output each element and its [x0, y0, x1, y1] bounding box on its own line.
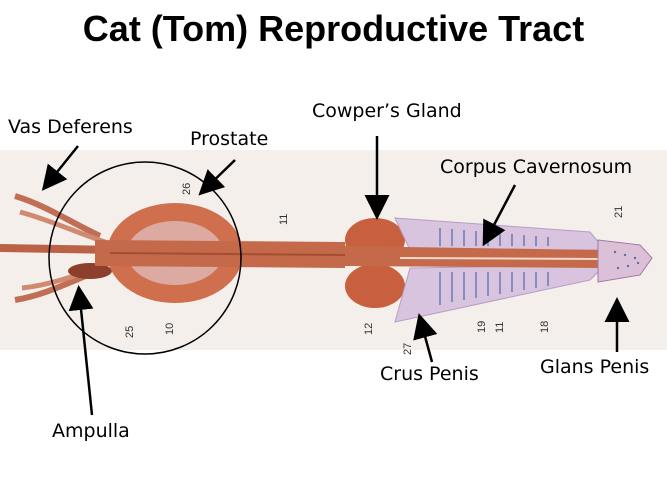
arrow-vas-deferens [41, 145, 79, 191]
ref-num-21: 21 [613, 206, 625, 218]
label-vas-deferens: Vas Deferens [8, 116, 133, 138]
magnification-circle [48, 161, 242, 355]
arrow-ampulla [68, 285, 94, 416]
label-ampulla: Ampulla [52, 420, 130, 442]
glans-penis-shape [597, 239, 653, 283]
label-glans-penis: Glans Penis [540, 356, 650, 378]
ref-num-11: 11 [278, 214, 290, 225]
ref-num-19: 19 [476, 321, 488, 333]
vas-deferens-upper-2 [19, 209, 106, 245]
ref-num-25: 25 [124, 326, 136, 338]
ref-num-10: 10 [164, 323, 176, 335]
penile-shaft [345, 246, 600, 268]
ref-num-27: 27 [402, 343, 414, 355]
label-crus-penis: Crus Penis [380, 363, 479, 385]
cowpers-gland-shape-lower [345, 264, 405, 308]
label-cowpers-gland: Cowper’s Gland [312, 100, 462, 122]
diagram-title: Cat (Tom) Reproductive Tract [82, 8, 585, 49]
ref-num-12: 12 [363, 323, 375, 335]
arrow-crus-penis [413, 313, 438, 363]
vas-deferens-upper [14, 193, 102, 239]
arrow-corpus-cavernosum [482, 184, 517, 247]
arrow-prostate [198, 159, 236, 196]
ampulla-shape [68, 263, 112, 279]
label-prostate: Prostate [190, 128, 269, 150]
ref-num-26: 26 [181, 183, 193, 195]
label-corpus-cavernosum: Corpus Cavernosum [440, 156, 633, 178]
ref-num-18: 18 [539, 321, 551, 333]
ref-num-11b: 11 [494, 322, 506, 333]
